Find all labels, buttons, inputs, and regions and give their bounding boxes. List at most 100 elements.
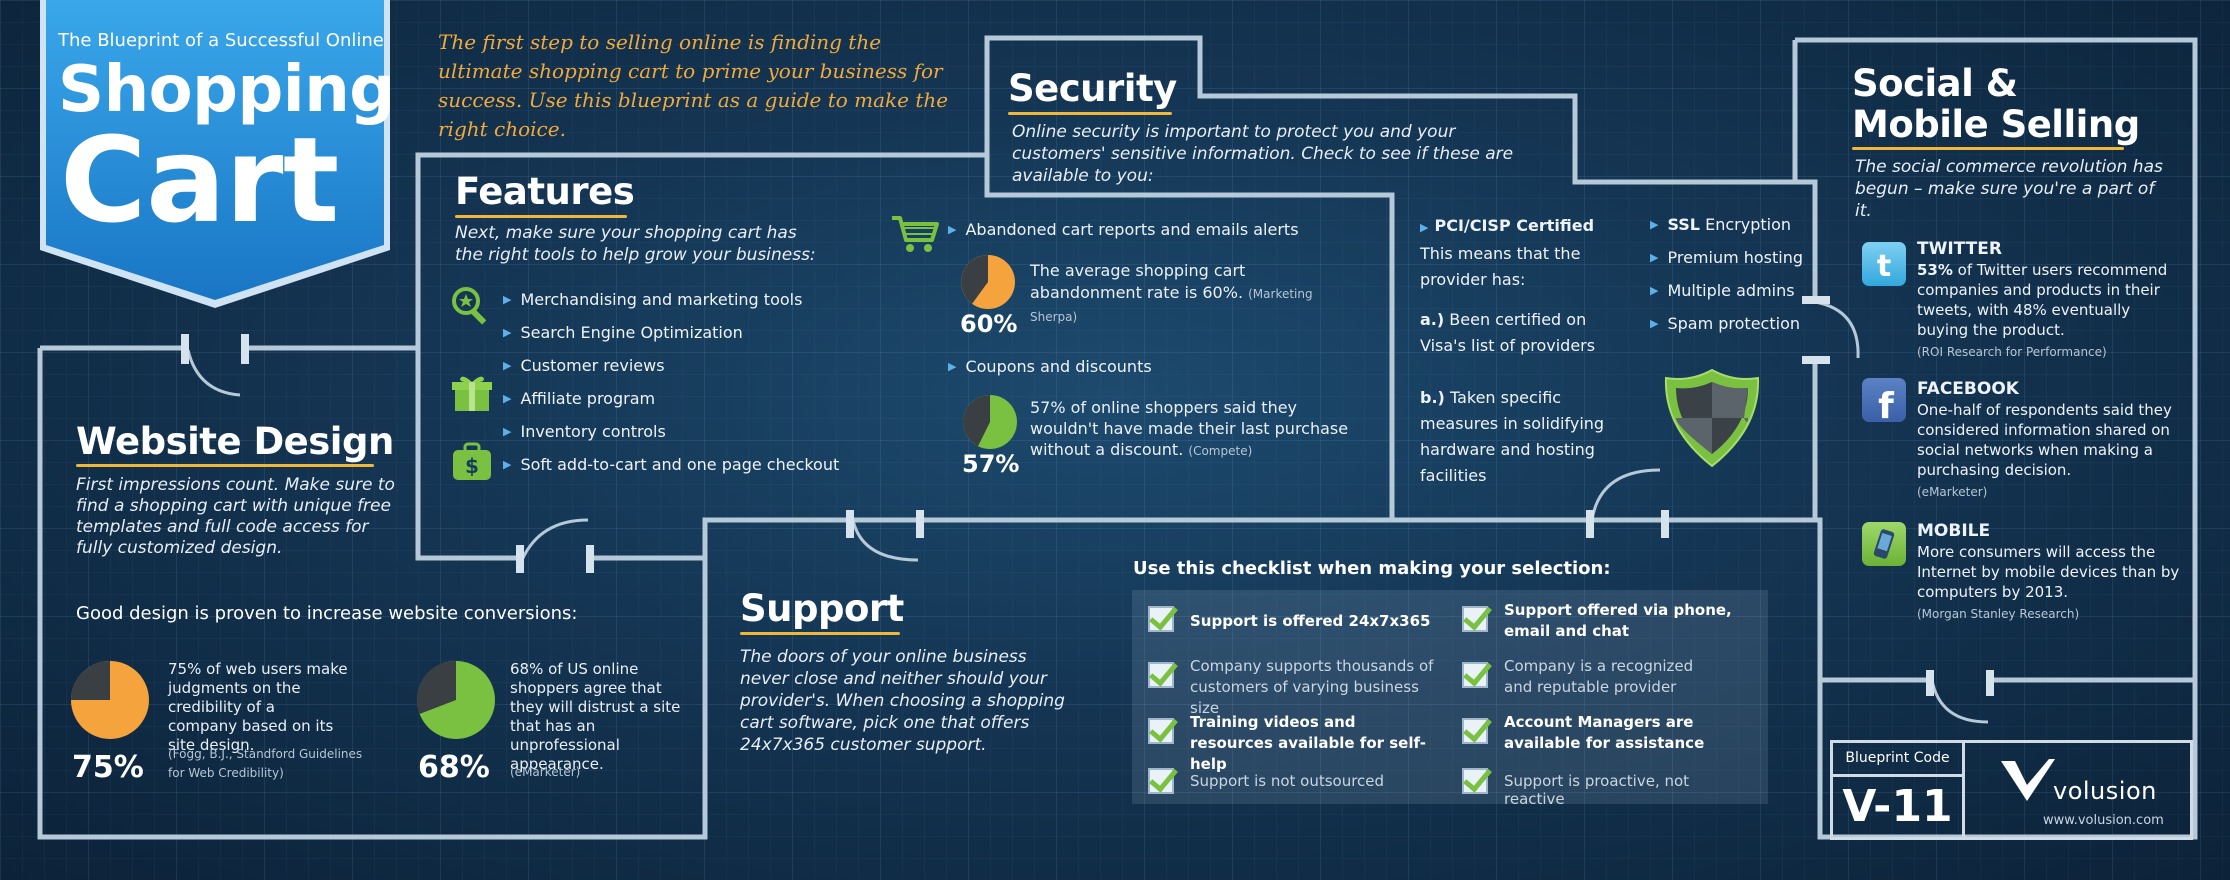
- pci-body: This means that the provider has:: [1420, 244, 1581, 289]
- design-stat-heading: Good design is proven to increase websit…: [76, 603, 578, 624]
- money-bag-icon: $: [453, 442, 491, 480]
- feature-item-coupons: ▶Coupons and discounts: [948, 357, 1152, 376]
- stat-68-source: (eMarketer): [510, 765, 581, 779]
- pci-title: ▶PCI/CISP Certified: [1420, 216, 1595, 235]
- checkbox-checked[interactable]: [1462, 768, 1488, 794]
- pct-60: 60%: [960, 310, 1018, 338]
- social-body: The social commerce revolution has begun…: [1855, 157, 2163, 221]
- facebook-text: One-half of respondents said they consid…: [1917, 401, 2172, 479]
- social-title-line2: Mobile Selling: [1852, 103, 2140, 146]
- svg-text:t: t: [1877, 249, 1891, 284]
- mobile-text: More consumers will access the Internet …: [1917, 543, 2180, 601]
- mobile-name: MOBILE: [1917, 521, 1991, 541]
- feature-icons: $: [450, 285, 496, 485]
- blueprint-code-value: V-11: [1842, 781, 1953, 832]
- volusion-brand: volusion: [2053, 777, 2157, 805]
- pci-b: b.) Taken specific measures in solidifyi…: [1420, 388, 1605, 485]
- twitter-text: 53% of Twitter users recommend companies…: [1917, 261, 2168, 339]
- stat-75-source: (Fogg, B.J., Standford Guidelines for We…: [168, 747, 363, 780]
- svg-text:$: $: [465, 454, 479, 478]
- checklist-item[interactable]: Company is a recognized and reputable pr…: [1462, 656, 1762, 696]
- magnifier-star-icon: [452, 287, 487, 325]
- blueprint-code-box: Blueprint Code V-11: [1830, 740, 1965, 840]
- twitter-block: TWITTER 53% of Twitter users recommend c…: [1917, 238, 2182, 362]
- volusion-logo-box: volusion www.volusion.com: [1965, 740, 2193, 840]
- checklist-item[interactable]: Support is not outsourced: [1148, 762, 1448, 794]
- shield-icon: [1664, 368, 1760, 468]
- pci-a: a.) Been certified on Visa's list of pro…: [1420, 310, 1596, 355]
- twitter-name: TWITTER: [1917, 239, 2002, 259]
- coupon-text: 57% of online shoppers said they wouldn'…: [1030, 398, 1349, 459]
- feature-item: ▶Search Engine Optimization: [503, 323, 743, 342]
- shopping-cart-icon: [892, 216, 939, 252]
- pct-57: 57%: [962, 450, 1020, 478]
- pie-68: [416, 660, 495, 739]
- checklist-item[interactable]: Support is offered 24x7x365: [1148, 600, 1448, 632]
- facebook-source: (eMarketer): [1917, 485, 1988, 499]
- security-list: ▶SSL Encryption ▶Premium hosting ▶Multip…: [1650, 208, 1810, 340]
- pie-57: [962, 395, 1017, 449]
- features-title: Features: [455, 170, 635, 213]
- facebook-name: FACEBOOK: [1917, 379, 2019, 399]
- gift-icon: [452, 376, 492, 411]
- title-line2: Cart: [60, 111, 339, 249]
- security-underline: [1008, 112, 1172, 115]
- pct-68: 68%: [418, 750, 490, 785]
- checkbox-checked[interactable]: [1148, 768, 1174, 794]
- checkbox-checked[interactable]: [1148, 662, 1174, 688]
- pct-75: 75%: [72, 750, 144, 785]
- checklist-item[interactable]: Support offered via phone, email and cha…: [1462, 600, 1762, 640]
- feature-item: ▶Customer reviews: [503, 356, 665, 375]
- security-item: ▶Spam protection: [1650, 314, 1800, 333]
- feature-item-abandoned: ▶Abandoned cart reports and emails alert…: [948, 220, 1299, 239]
- title-line1: Shopping: [58, 53, 395, 127]
- volusion-logo-icon: [2001, 759, 2055, 801]
- mobile-phone-icon[interactable]: [1862, 522, 1906, 566]
- pci-block: ▶PCI/CISP Certified This means that the …: [1420, 213, 1630, 489]
- feature-item: ▶Merchandising and marketing tools: [503, 290, 803, 309]
- features-body: Next, make sure your shopping cart has t…: [455, 223, 816, 265]
- feature-item: ▶Soft add-to-cart and one page checkout: [503, 455, 840, 474]
- checklist-panel: [1132, 590, 1768, 804]
- intro-text: The first step to selling online is find…: [438, 30, 949, 141]
- checklist-heading: Use this checklist when making your sele…: [1133, 558, 1611, 579]
- support-body: The doors of your online business never …: [740, 647, 1065, 755]
- stat-75-text: 75% of web users make judgments on the c…: [168, 660, 348, 754]
- checklist-item[interactable]: Training videos and resources available …: [1148, 712, 1448, 773]
- feature-item: ▶Inventory controls: [503, 422, 666, 441]
- security-item: ▶Premium hosting: [1650, 248, 1804, 267]
- security-body: Online security is important to protect …: [1012, 122, 1514, 186]
- mobile-source: (Morgan Stanley Research): [1917, 607, 2080, 621]
- blueprint-code-label: Blueprint Code: [1833, 743, 1962, 777]
- checkbox-checked[interactable]: [1462, 718, 1488, 744]
- mobile-block: MOBILE More consumers will access the In…: [1917, 520, 2187, 624]
- website-design-underline: [76, 464, 374, 467]
- title-kicker: The Blueprint of a Successful Online: [58, 30, 384, 51]
- checkbox-checked[interactable]: [1462, 662, 1488, 688]
- features-underline: [455, 215, 627, 218]
- social-underline: [1852, 147, 2124, 150]
- title-badge: The Blueprint of a Successful Online Sho…: [40, 0, 395, 310]
- facebook-block: FACEBOOK One-half of respondents said th…: [1917, 378, 2182, 502]
- checkbox-checked[interactable]: [1148, 718, 1174, 744]
- checkbox-checked[interactable]: [1148, 606, 1174, 632]
- feature-item: ▶Affiliate program: [503, 389, 656, 408]
- website-design-title: Website Design: [76, 420, 394, 463]
- stat-68-text: 68% of US online shoppers agree that the…: [510, 660, 681, 773]
- pie-60: [961, 255, 1015, 309]
- twitter-icon[interactable]: t: [1862, 242, 1906, 286]
- volusion-url[interactable]: www.volusion.com: [2043, 813, 2164, 828]
- checklist-item[interactable]: Support is proactive, not reactive: [1462, 762, 1762, 808]
- security-title: Security: [1008, 67, 1177, 110]
- checklist-item[interactable]: Account Managers are available for assis…: [1462, 712, 1762, 752]
- facebook-icon[interactable]: f: [1862, 378, 1906, 427]
- twitter-source: (ROI Research for Performance): [1917, 345, 2107, 359]
- security-item: ▶Multiple admins: [1650, 281, 1795, 300]
- pie-75: [71, 661, 149, 739]
- website-design-body: First impressions count. Make sure to fi…: [76, 475, 395, 558]
- security-item-ssl: ▶SSL Encryption: [1650, 215, 1791, 234]
- checklist-item[interactable]: Company supports thousands of customers …: [1148, 656, 1448, 717]
- social-title-line1: Social &: [1852, 62, 2018, 105]
- checkbox-checked[interactable]: [1462, 606, 1488, 632]
